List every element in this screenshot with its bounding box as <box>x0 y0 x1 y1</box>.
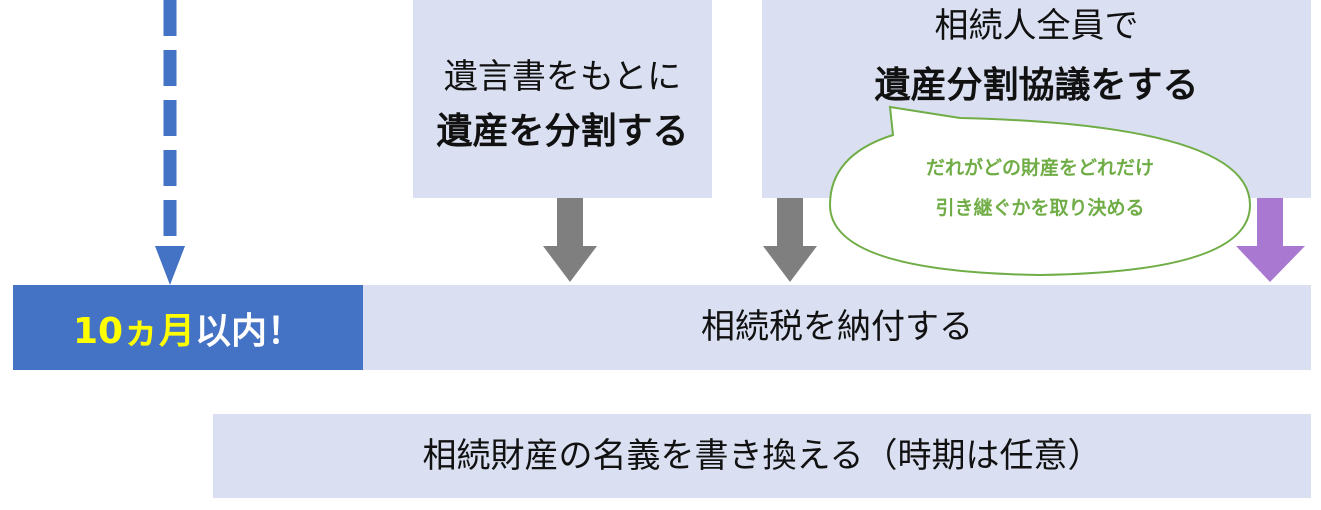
deadline-rest: 以内！ <box>195 310 304 352</box>
gray-arrow-agreement <box>763 198 817 282</box>
agreement-step-line1: 相続人全員で <box>934 6 1139 46</box>
dashed-arrow <box>155 0 185 285</box>
note-line2: 引き継ぐかを取り決める <box>935 197 1145 219</box>
deadline-highlight: 10ヵ月 <box>72 310 196 352</box>
will-step-box: 遺言書をもとに 遺産を分割する <box>413 0 712 198</box>
title-change-label: 相続財産の名義を書き換える（時期は任意） <box>422 435 1102 476</box>
title-change-box: 相続財産の名義を書き換える（時期は任意） <box>213 414 1311 498</box>
deadline-box: 10ヵ月以内！ <box>13 285 363 370</box>
tax-payment-box: 相続税を納付する <box>363 285 1311 370</box>
agreement-step-line2: 遺産分割協議をする <box>874 65 1199 106</box>
will-step-line1: 遺言書をもとに <box>443 57 682 97</box>
will-step-line2: 遺産を分割する <box>436 110 689 152</box>
note-line1: だれがどの財産をどれだけ <box>925 157 1154 179</box>
purple-arrow <box>1236 198 1305 282</box>
tax-payment-label: 相続税を納付する <box>701 307 973 348</box>
gray-arrow-will <box>543 198 597 282</box>
speech-bubble-text: だれがどの財産をどれだけ 引き継ぐかを取り決める <box>830 148 1250 228</box>
